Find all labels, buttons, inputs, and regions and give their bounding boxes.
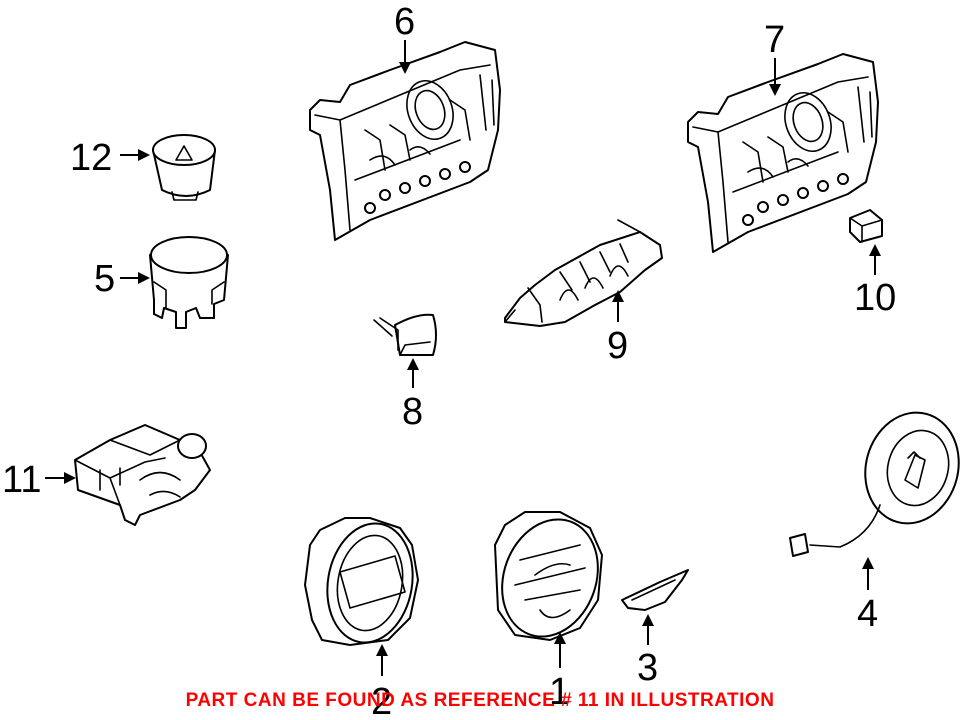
part-11-control-module — [74, 424, 211, 526]
part-12-hazard-button — [152, 134, 216, 201]
callout-7: 7 — [764, 19, 785, 61]
callout-6: 6 — [394, 1, 415, 43]
arrow-5 — [120, 272, 150, 284]
reference-notice: PART CAN BE FOUND AS REFERENCE # 11 IN I… — [185, 690, 775, 711]
arrow-3 — [642, 614, 654, 645]
arrow-1 — [554, 632, 566, 668]
callout-2: 2 — [371, 681, 392, 720]
callout-arrows — [45, 40, 881, 676]
part-9-switch-bar — [504, 219, 663, 327]
part-3-lens-trim — [621, 569, 689, 611]
callout-10: 10 — [854, 277, 896, 319]
arrow-11 — [45, 472, 76, 484]
part-1-ring-insert — [494, 511, 603, 641]
part-8-small-switch — [373, 313, 437, 356]
callout-9: 9 — [607, 325, 628, 367]
arrow-2 — [376, 644, 388, 676]
part-10-knob — [849, 209, 883, 243]
callout-8: 8 — [402, 391, 423, 433]
callout-12: 12 — [70, 137, 112, 179]
arrow-6 — [399, 40, 411, 74]
arrow-10 — [869, 244, 881, 275]
callout-5: 5 — [94, 258, 115, 300]
callout-1: 1 — [549, 671, 570, 713]
callout-labels: 1 2 3 4 5 6 7 8 9 10 11 12 — [2, 1, 896, 720]
arrow-12 — [120, 149, 150, 161]
arrow-9 — [612, 290, 624, 322]
arrow-4 — [862, 557, 874, 590]
callout-11: 11 — [2, 459, 41, 501]
arrow-8 — [407, 358, 419, 388]
arrow-7 — [769, 58, 781, 96]
part-2-ring-bezel — [304, 517, 419, 646]
callout-3: 3 — [637, 647, 658, 689]
callout-4: 4 — [857, 593, 878, 635]
part-4-clock-spring — [789, 411, 960, 557]
part-5-button-housing — [149, 236, 229, 329]
